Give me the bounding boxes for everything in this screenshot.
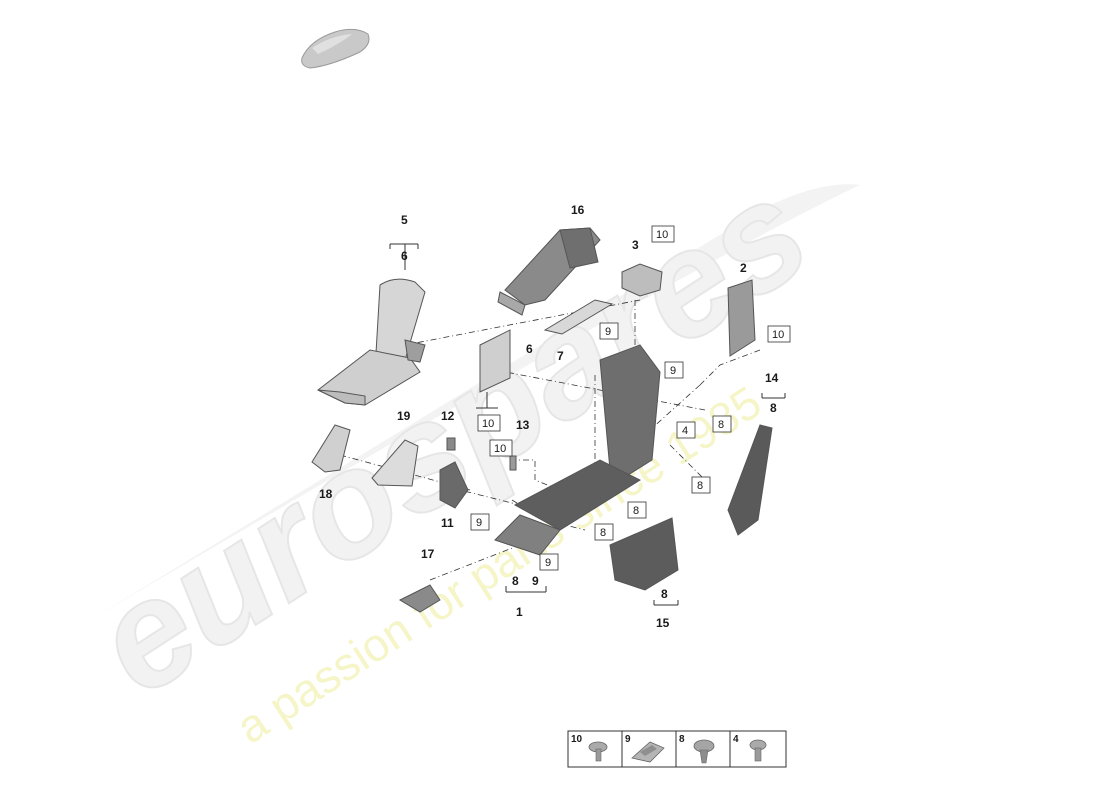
callout-19: 19 (397, 409, 411, 423)
group-bracket-5-6 (389, 243, 419, 270)
group-bracket-14-8 (761, 393, 786, 399)
corner-trim-part-15 (609, 517, 679, 591)
boxed-callout-10-top: 10 (651, 225, 675, 243)
boxed-callout-4: 4 (676, 421, 696, 439)
svg-text:9: 9 (545, 557, 551, 569)
bracket-part (621, 263, 663, 297)
svg-text:9: 9 (605, 326, 611, 338)
callout-6-top: 6 (401, 249, 408, 263)
clip-icon (631, 741, 665, 763)
callout-3: 3 (632, 238, 639, 252)
callout-15: 15 (656, 616, 670, 630)
clip-part-13 (509, 455, 517, 471)
callout-1: 1 (516, 605, 523, 619)
boxed-callout-9-upper: 9 (599, 322, 619, 340)
svg-text:4: 4 (682, 425, 688, 437)
callout-8-bottom: 8 (512, 574, 519, 588)
callout-12: 12 (441, 409, 455, 423)
boxed-callout-8-b: 8 (691, 476, 711, 494)
pad-part (543, 299, 614, 335)
small-panel-part (479, 329, 511, 393)
storage-module (497, 227, 601, 316)
legend-cell-9: 9 (625, 734, 665, 763)
callout-8-right: 8 (770, 401, 777, 415)
callout-13: 13 (516, 418, 530, 432)
callout-17: 17 (421, 547, 435, 561)
svg-text:8: 8 (679, 734, 685, 745)
boxed-callout-8-c: 8 (627, 501, 647, 519)
car-silhouette-icon (301, 28, 370, 69)
bolt-icon (588, 741, 608, 762)
boxed-callout-9-mid: 9 (664, 361, 684, 379)
group-bracket-15 (653, 600, 679, 606)
callout-7: 7 (557, 349, 564, 363)
svg-text:10: 10 (772, 329, 784, 341)
svg-text:4: 4 (733, 734, 739, 745)
boxed-callout-10-right: 10 (767, 325, 791, 343)
boxed-callout-10-left: 10 (477, 414, 501, 432)
svg-text:10: 10 (571, 734, 583, 745)
svg-text:10: 10 (482, 418, 494, 430)
svg-text:8: 8 (718, 419, 724, 431)
callout-8-corner: 8 (661, 587, 668, 601)
legend-cell-10: 10 (571, 734, 608, 762)
svg-text:8: 8 (633, 505, 639, 517)
svg-text:8: 8 (600, 527, 606, 539)
boxed-callouts: 10 9 10 9 10 4 8 10 (470, 225, 791, 571)
svg-text:9: 9 (625, 734, 631, 745)
armrest-assembly (317, 278, 426, 406)
watermark: eurospares a passion for parts since 198… (65, 144, 860, 753)
callout-18: 18 (319, 487, 333, 501)
boxed-callout-8-a: 8 (712, 415, 732, 433)
legend-cell-8: 8 (679, 734, 715, 764)
svg-text:8: 8 (697, 480, 703, 492)
svg-text:10: 10 (494, 443, 506, 455)
callout-16: 16 (571, 203, 585, 217)
callout-labels: 5 6 16 3 2 6 7 14 8 19 12 13 18 11 17 8 … (319, 203, 779, 630)
callout-14: 14 (765, 371, 779, 385)
group-bracket-6-10 (476, 392, 498, 409)
group-bracket-1 (505, 586, 547, 593)
boxed-callout-9-lower-left: 9 (470, 513, 490, 531)
center-console (494, 344, 661, 556)
mat-part-19 (371, 439, 419, 487)
screw-icon (749, 739, 767, 762)
svg-text:10: 10 (656, 229, 668, 241)
bracket-part-17 (398, 584, 441, 613)
callout-5: 5 (401, 213, 408, 227)
callout-6: 6 (526, 342, 533, 356)
mat-part-18 (311, 424, 351, 473)
svg-text:9: 9 (670, 365, 676, 377)
boxed-callout-8-d: 8 (594, 523, 614, 541)
boxed-callout-9-lower: 9 (539, 553, 559, 571)
callout-2: 2 (740, 261, 747, 275)
module-part-11 (439, 461, 469, 509)
callout-9-bottom: 9 (532, 574, 539, 588)
side-trim-part-14 (727, 424, 773, 536)
connector-part-12 (446, 437, 456, 451)
fastener-legend: 10 9 8 4 (567, 730, 787, 768)
legend-cell-4: 4 (733, 734, 767, 762)
rivet-icon (693, 739, 715, 764)
boxed-callout-10-mid: 10 (489, 439, 513, 457)
svg-text:9: 9 (476, 517, 482, 529)
side-panel-part (727, 279, 756, 357)
callout-11: 11 (441, 516, 454, 530)
